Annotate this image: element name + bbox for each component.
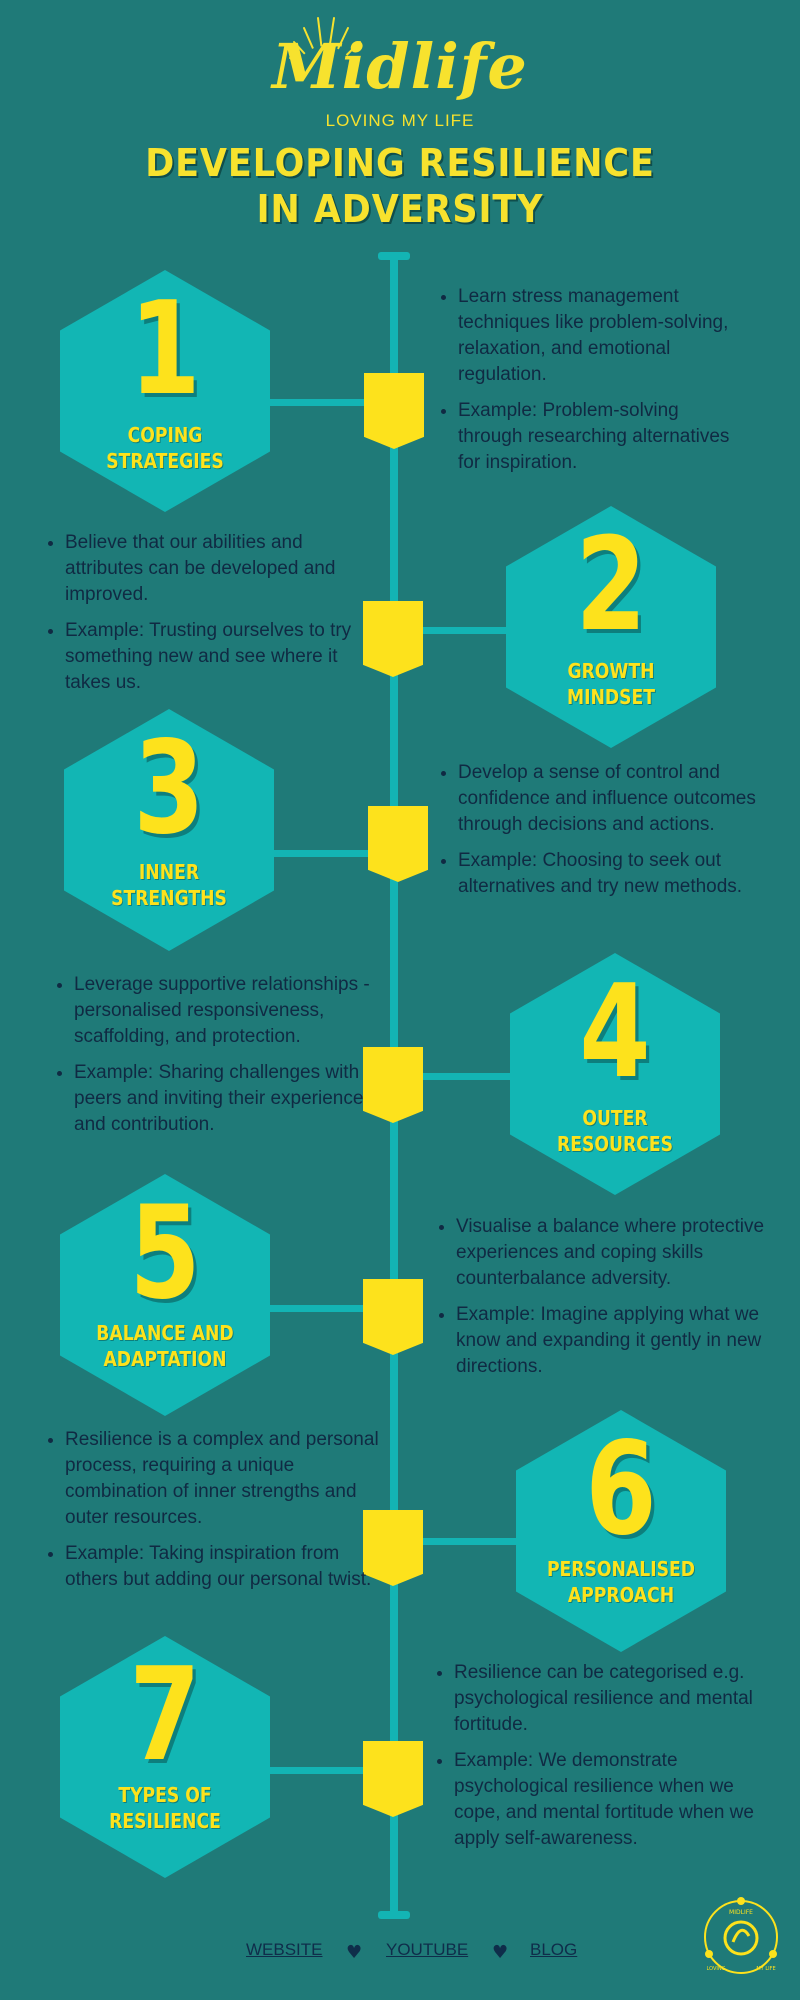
step-5-bullets: Visualise a balance where protective exp… <box>432 1214 776 1390</box>
step-7-label: TYPES OF RESILIENCE <box>75 1782 256 1834</box>
step-7-label-line-1: TYPES OF <box>118 1783 212 1807</box>
website-link[interactable]: WEBSITE <box>246 1940 323 1959</box>
step-5-label: BALANCE AND ADAPTATION <box>75 1320 256 1372</box>
step-2-hexagon: 2 GROWTH MINDSET <box>506 506 716 748</box>
step-6-label: PERSONALISED APPROACH <box>531 1556 712 1608</box>
badge-top-text: MIDLIFE <box>729 1909 753 1916</box>
step-6-bullet-1: Resilience is a complex and personal pro… <box>65 1427 385 1531</box>
step-4-bullet-1: Leverage supportive relationships - pers… <box>74 972 374 1050</box>
step-5-number: 5 <box>129 1179 201 1328</box>
step-4-hexagon: 4 OUTER RESOURCES <box>510 953 720 1195</box>
step-7-bullet-1: Resilience can be categorised e.g. psych… <box>454 1660 784 1738</box>
timeline-top-cap <box>378 252 410 260</box>
step-3-connector <box>270 850 394 857</box>
step-1-hexagon: 1 COPING STRATEGIES <box>60 270 270 512</box>
step-2-label: GROWTH MINDSET <box>566 659 656 709</box>
step-3-marker <box>368 806 428 882</box>
step-5-bullet-2: Example: Imagine applying what we know a… <box>456 1302 776 1380</box>
step-3-bullets: Develop a sense of control and confidenc… <box>434 760 788 910</box>
step-4-connector <box>394 1073 514 1080</box>
step-5-hexagon: 5 BALANCE AND ADAPTATION <box>60 1174 270 1416</box>
brand-tagline: LOVING MY LIFE <box>325 111 475 130</box>
step-6-connector <box>394 1538 520 1545</box>
step-4-bullets: Leverage supportive relationships - pers… <box>50 972 374 1148</box>
step-5-label-line-2: ADAPTATION <box>103 1347 227 1371</box>
timeline-bottom-cap <box>378 1911 410 1919</box>
step-4-label: OUTER RESOURCES <box>557 1106 673 1156</box>
step-6-marker <box>363 1510 423 1586</box>
page-title-line-1: DEVELOPING RESILIENCE <box>145 141 655 185</box>
step-3-number: 3 <box>133 714 205 863</box>
midlife-badge-logo: MIDLIFE LOVING MY LIFE <box>704 1897 778 1974</box>
step-6-bullets: Resilience is a complex and personal pro… <box>41 1427 385 1603</box>
step-5-connector <box>270 1305 394 1312</box>
step-1-number: 1 <box>129 275 201 424</box>
step-6-number: 6 <box>585 1415 657 1564</box>
step-7-label-line-2: RESILIENCE <box>109 1809 221 1833</box>
step-4-marker <box>363 1047 423 1123</box>
page-title-line-2: IN ADVERSITY <box>256 187 544 231</box>
step-2-marker <box>363 601 423 677</box>
heart-icon: ♥ <box>492 1942 509 1963</box>
step-3-bullet-2: Example: Choosing to seek out alternativ… <box>458 848 788 900</box>
step-5-label-line-1: BALANCE AND <box>96 1321 234 1345</box>
sunburst-icon <box>289 17 361 96</box>
step-1-bullets: Learn stress management techniques like … <box>434 284 748 486</box>
badge-right-text: MY LIFE <box>756 1966 775 1972</box>
step-2-number: 2 <box>575 511 647 660</box>
step-2-connector <box>394 627 514 634</box>
step-3-label: INNER STRENGTHS <box>111 860 227 910</box>
step-6-bullet-2: Example: Taking inspiration from others … <box>65 1541 385 1593</box>
step-6-hexagon: 6 PERSONALISED APPROACH <box>516 1410 726 1652</box>
blog-link[interactable]: BLOG <box>530 1940 578 1959</box>
step-4-bullet-2: Example: Sharing challenges with peers a… <box>74 1060 374 1138</box>
step-1-marker <box>364 373 424 449</box>
step-1-label: COPING STRATEGIES <box>106 423 224 473</box>
youtube-link[interactable]: YOUTUBE <box>386 1940 469 1959</box>
step-4-number: 4 <box>579 958 651 1107</box>
step-5-bullet-1: Visualise a balance where protective exp… <box>456 1214 776 1292</box>
step-7-bullet-2: Example: We demonstrate psychological re… <box>454 1748 784 1852</box>
page-title: DEVELOPING RESILIENCE IN ADVERSITY <box>32 140 768 232</box>
step-5-marker <box>363 1279 423 1355</box>
step-2-bullet-2: Example: Trusting ourselves to try somet… <box>65 618 365 696</box>
step-6-label-line-2: APPROACH <box>567 1583 675 1607</box>
step-7-number: 7 <box>129 1641 201 1790</box>
step-3-hexagon: 3 INNER STRENGTHS <box>64 709 274 951</box>
step-7-marker <box>363 1741 423 1817</box>
step-2-bullets: Believe that our abilities and attribute… <box>41 530 365 706</box>
step-2-bullet-1: Believe that our abilities and attribute… <box>65 530 365 608</box>
step-7-connector <box>268 1767 394 1774</box>
brand-logo: Midlife <box>272 30 528 103</box>
step-7-bullets: Resilience can be categorised e.g. psych… <box>430 1660 784 1862</box>
step-6-label-line-1: PERSONALISED <box>546 1557 696 1581</box>
heart-icon: ♥ <box>346 1942 363 1963</box>
badge-left-text: LOVING <box>707 1966 726 1972</box>
step-1-bullet-2: Example: Problem-solving through researc… <box>458 398 748 476</box>
step-7-hexagon: 7 TYPES OF RESILIENCE <box>60 1636 270 1878</box>
step-3-bullet-1: Develop a sense of control and confidenc… <box>458 760 788 838</box>
step-1-connector <box>265 399 395 406</box>
step-1-bullet-1: Learn stress management techniques like … <box>458 284 748 388</box>
